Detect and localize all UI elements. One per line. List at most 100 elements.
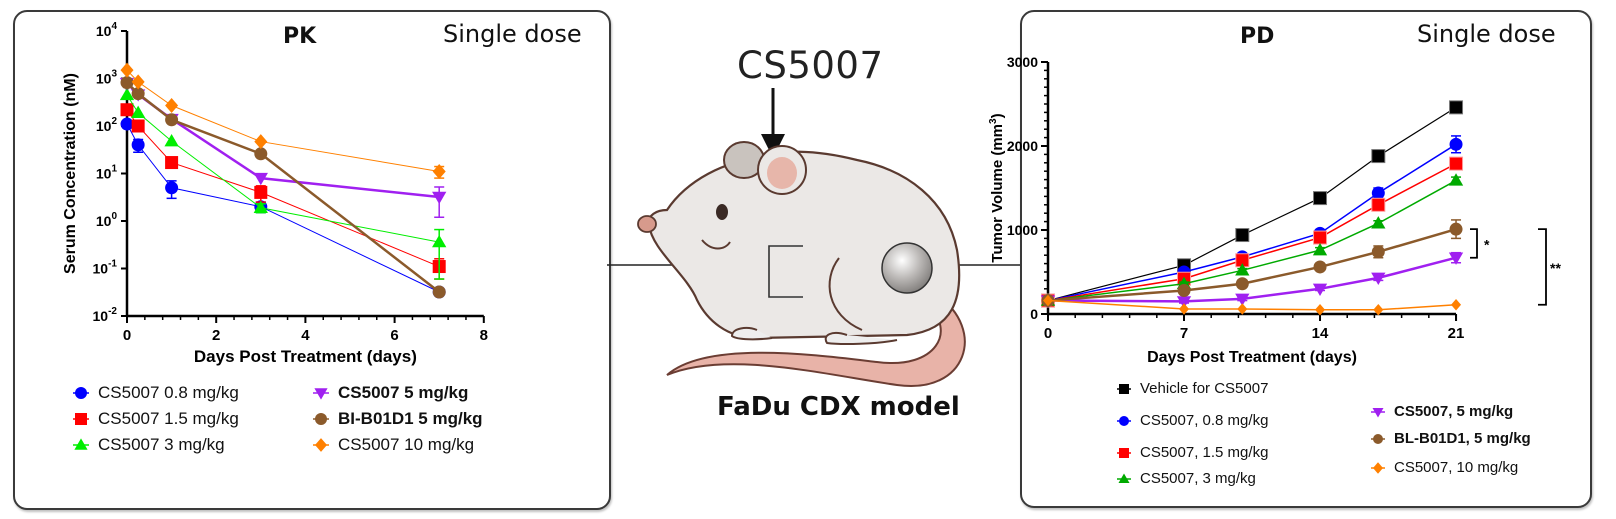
pk-legend-item: CS5007 5 mg/kg — [312, 383, 468, 403]
pk-data-point — [131, 138, 145, 152]
pk-legend-marker-icon — [313, 413, 329, 425]
pk-y-tick-label: 100 — [96, 211, 118, 229]
mouse-front-foot — [730, 327, 773, 341]
pd-legend-marker — [1373, 433, 1383, 444]
pk-data-point — [120, 117, 134, 131]
pk-series-2 — [119, 87, 447, 280]
pd-legend-item: CS5007, 10 mg/kg — [1370, 459, 1518, 476]
pk-legend-item: CS5007 1.5 mg/kg — [72, 409, 239, 429]
pd-legend-item: Vehicle for CS5007 — [1116, 380, 1268, 397]
pk-legend-item: CS5007 10 mg/kg — [312, 435, 474, 455]
pk-series-line — [126, 123, 440, 293]
pk-series-3 — [119, 77, 447, 218]
pk-title: PK — [283, 24, 317, 49]
pd-legend-label: BL-B01D1, 5 mg/kg — [1394, 430, 1531, 447]
pk-legend-marker — [314, 388, 328, 400]
tumor-icon — [881, 242, 933, 294]
pd-legend-label: Vehicle for CS5007 — [1140, 380, 1269, 397]
pk-data-point — [432, 191, 447, 205]
mouse-back-foot — [824, 332, 898, 345]
pk-legend-label: CS5007 3 mg/kg — [98, 435, 225, 454]
pk-legend-label: CS5007 10 mg/kg — [338, 435, 475, 454]
pk-x-axis-label: Days Post Treatment (days) — [194, 347, 417, 366]
pk-legend-item: CS5007 3 mg/kg — [72, 435, 225, 455]
pk-y-tick-label: 104 — [96, 21, 118, 39]
pk-legend-label: CS5007 1.5 mg/kg — [98, 409, 239, 428]
mouse-ear-inner — [767, 157, 797, 189]
pk-data-point — [120, 76, 134, 90]
pd-legend-item: BL-B01D1, 5 mg/kg — [1370, 430, 1531, 447]
pk-data-point — [432, 164, 446, 180]
pd-legend-item: CS5007, 1.5 mg/kg — [1116, 444, 1268, 461]
mouse-tail — [666, 293, 966, 388]
mouse-nose — [637, 215, 657, 233]
pk-panel: PK Single dose — [13, 10, 611, 510]
pd-legend-label: CS5007, 0.8 mg/kg — [1140, 412, 1269, 429]
drug-label: CS5007 — [737, 44, 884, 87]
pd-legend-marker — [1372, 407, 1384, 417]
pk-series-5 — [120, 62, 446, 180]
pd-legend-marker — [1119, 415, 1129, 426]
pk-data-point — [165, 98, 179, 113]
pd-legend-label: CS5007, 3 mg/kg — [1140, 470, 1256, 487]
pk-data-point — [432, 285, 446, 299]
mouse-eye — [716, 204, 728, 220]
pk-legend-label: CS5007 0.8 mg/kg — [98, 383, 239, 402]
pk-legend-marker-icon — [313, 388, 329, 400]
pd-legend-marker-icon — [1117, 473, 1131, 483]
pk-legend-marker-icon — [73, 387, 89, 399]
pk-x-tick-label: 4 — [301, 327, 310, 344]
pk-data-point — [164, 133, 179, 147]
mouse-illustration — [607, 88, 1020, 388]
model-label: FaDu CDX model — [717, 392, 960, 422]
pk-data-point — [120, 62, 134, 78]
pk-data-point — [253, 172, 268, 186]
pk-data-point — [254, 147, 268, 161]
pk-data-point — [432, 234, 447, 248]
pd-legend-label: CS5007, 10 mg/kg — [1394, 459, 1519, 476]
pd-legend-marker — [1373, 461, 1383, 474]
pk-x-tick-label: 0 — [123, 327, 131, 344]
pd-legend-marker-icon — [1371, 461, 1385, 474]
pd-subtitle: Single dose — [1417, 20, 1556, 48]
pk-y-tick-label: 10-1 — [93, 259, 118, 277]
pd-legend-label: CS5007, 1.5 mg/kg — [1140, 444, 1269, 461]
pk-legend-marker — [75, 413, 87, 425]
pk-series-4 — [120, 76, 446, 299]
pk-legend-marker-icon — [73, 438, 89, 450]
pk-data-point — [165, 181, 179, 195]
injection-site-bracket — [768, 245, 803, 298]
pk-y-tick-label: 102 — [96, 116, 118, 134]
pd-legend-item: CS5007, 3 mg/kg — [1116, 470, 1256, 487]
pk-legend-marker — [75, 387, 87, 399]
pd-legend-item: CS5007, 5 mg/kg — [1370, 403, 1513, 420]
pk-data-point — [131, 74, 145, 90]
pk-data-point — [131, 87, 145, 101]
pk-y-axis-label: Serum Concentration (nM) — [62, 73, 79, 274]
center-illustration: CS5007 FaDu CDX model — [607, 0, 1020, 519]
pk-x-tick-label: 2 — [212, 327, 220, 344]
pk-data-point — [254, 185, 268, 199]
pk-legend-marker — [315, 413, 327, 425]
pd-legend-marker — [1118, 473, 1130, 483]
dose-arrow-icon — [761, 88, 785, 158]
pk-x-tick-label: 6 — [390, 327, 398, 344]
pk-data-point — [253, 200, 268, 213]
pd-legend-marker-icon — [1371, 407, 1385, 417]
pk-data-point — [119, 87, 135, 101]
pk-legend-label: CS5007 5 mg/kg — [338, 383, 469, 402]
pd-title: PD — [1240, 24, 1275, 49]
pk-y-tick-label: 103 — [96, 69, 118, 87]
pk-legend-item: BI-B01D1 5 mg/kg — [312, 409, 483, 429]
pd-legend-item: CS5007, 0.8 mg/kg — [1116, 412, 1268, 429]
pd-legend-marker — [1119, 383, 1129, 394]
pk-legend-marker — [315, 438, 327, 452]
pd-legend-label: CS5007, 5 mg/kg — [1394, 403, 1514, 420]
pk-x-tick-label: 8 — [480, 327, 488, 344]
pk-series-1 — [120, 103, 446, 280]
pk-data-point — [131, 105, 146, 118]
pk-legend-marker — [74, 438, 88, 450]
pk-data-point — [131, 119, 145, 133]
pk-data-point — [165, 113, 179, 127]
pk-data-point — [254, 134, 268, 150]
